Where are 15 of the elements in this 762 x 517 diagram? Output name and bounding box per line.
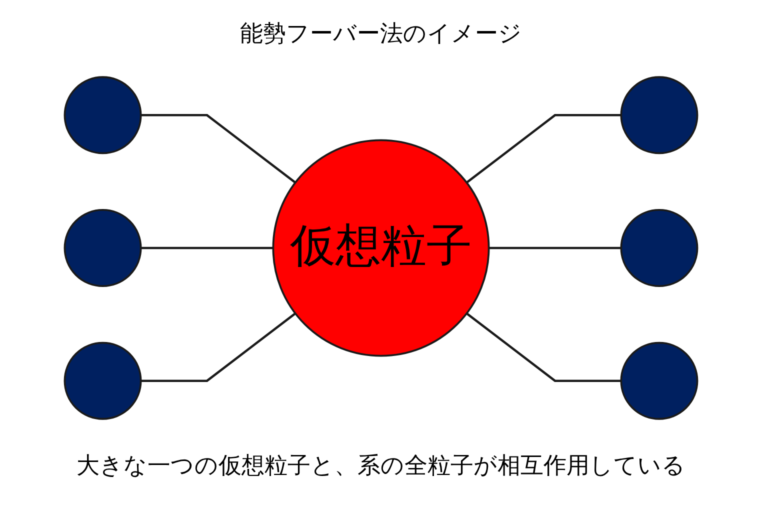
connector-line bbox=[140, 312, 296, 382]
diagram-title: 能勢フーバー法のイメージ bbox=[240, 20, 522, 46]
connector-line bbox=[466, 114, 622, 184]
connector-line bbox=[466, 312, 622, 382]
virtual-particle-circle: 仮想粒子 bbox=[272, 139, 490, 357]
connector-line bbox=[140, 114, 296, 184]
particle-circle bbox=[64, 342, 142, 420]
connector-line bbox=[488, 246, 622, 250]
particle-circle bbox=[64, 76, 142, 154]
particle-circle bbox=[620, 76, 698, 154]
caption: 大きな一つの仮想粒子と、系の全粒子が相互作用している bbox=[76, 452, 686, 478]
connector-line bbox=[140, 246, 274, 250]
particle-circle bbox=[64, 209, 142, 287]
particle-circle bbox=[620, 342, 698, 420]
particle-circle bbox=[620, 209, 698, 287]
